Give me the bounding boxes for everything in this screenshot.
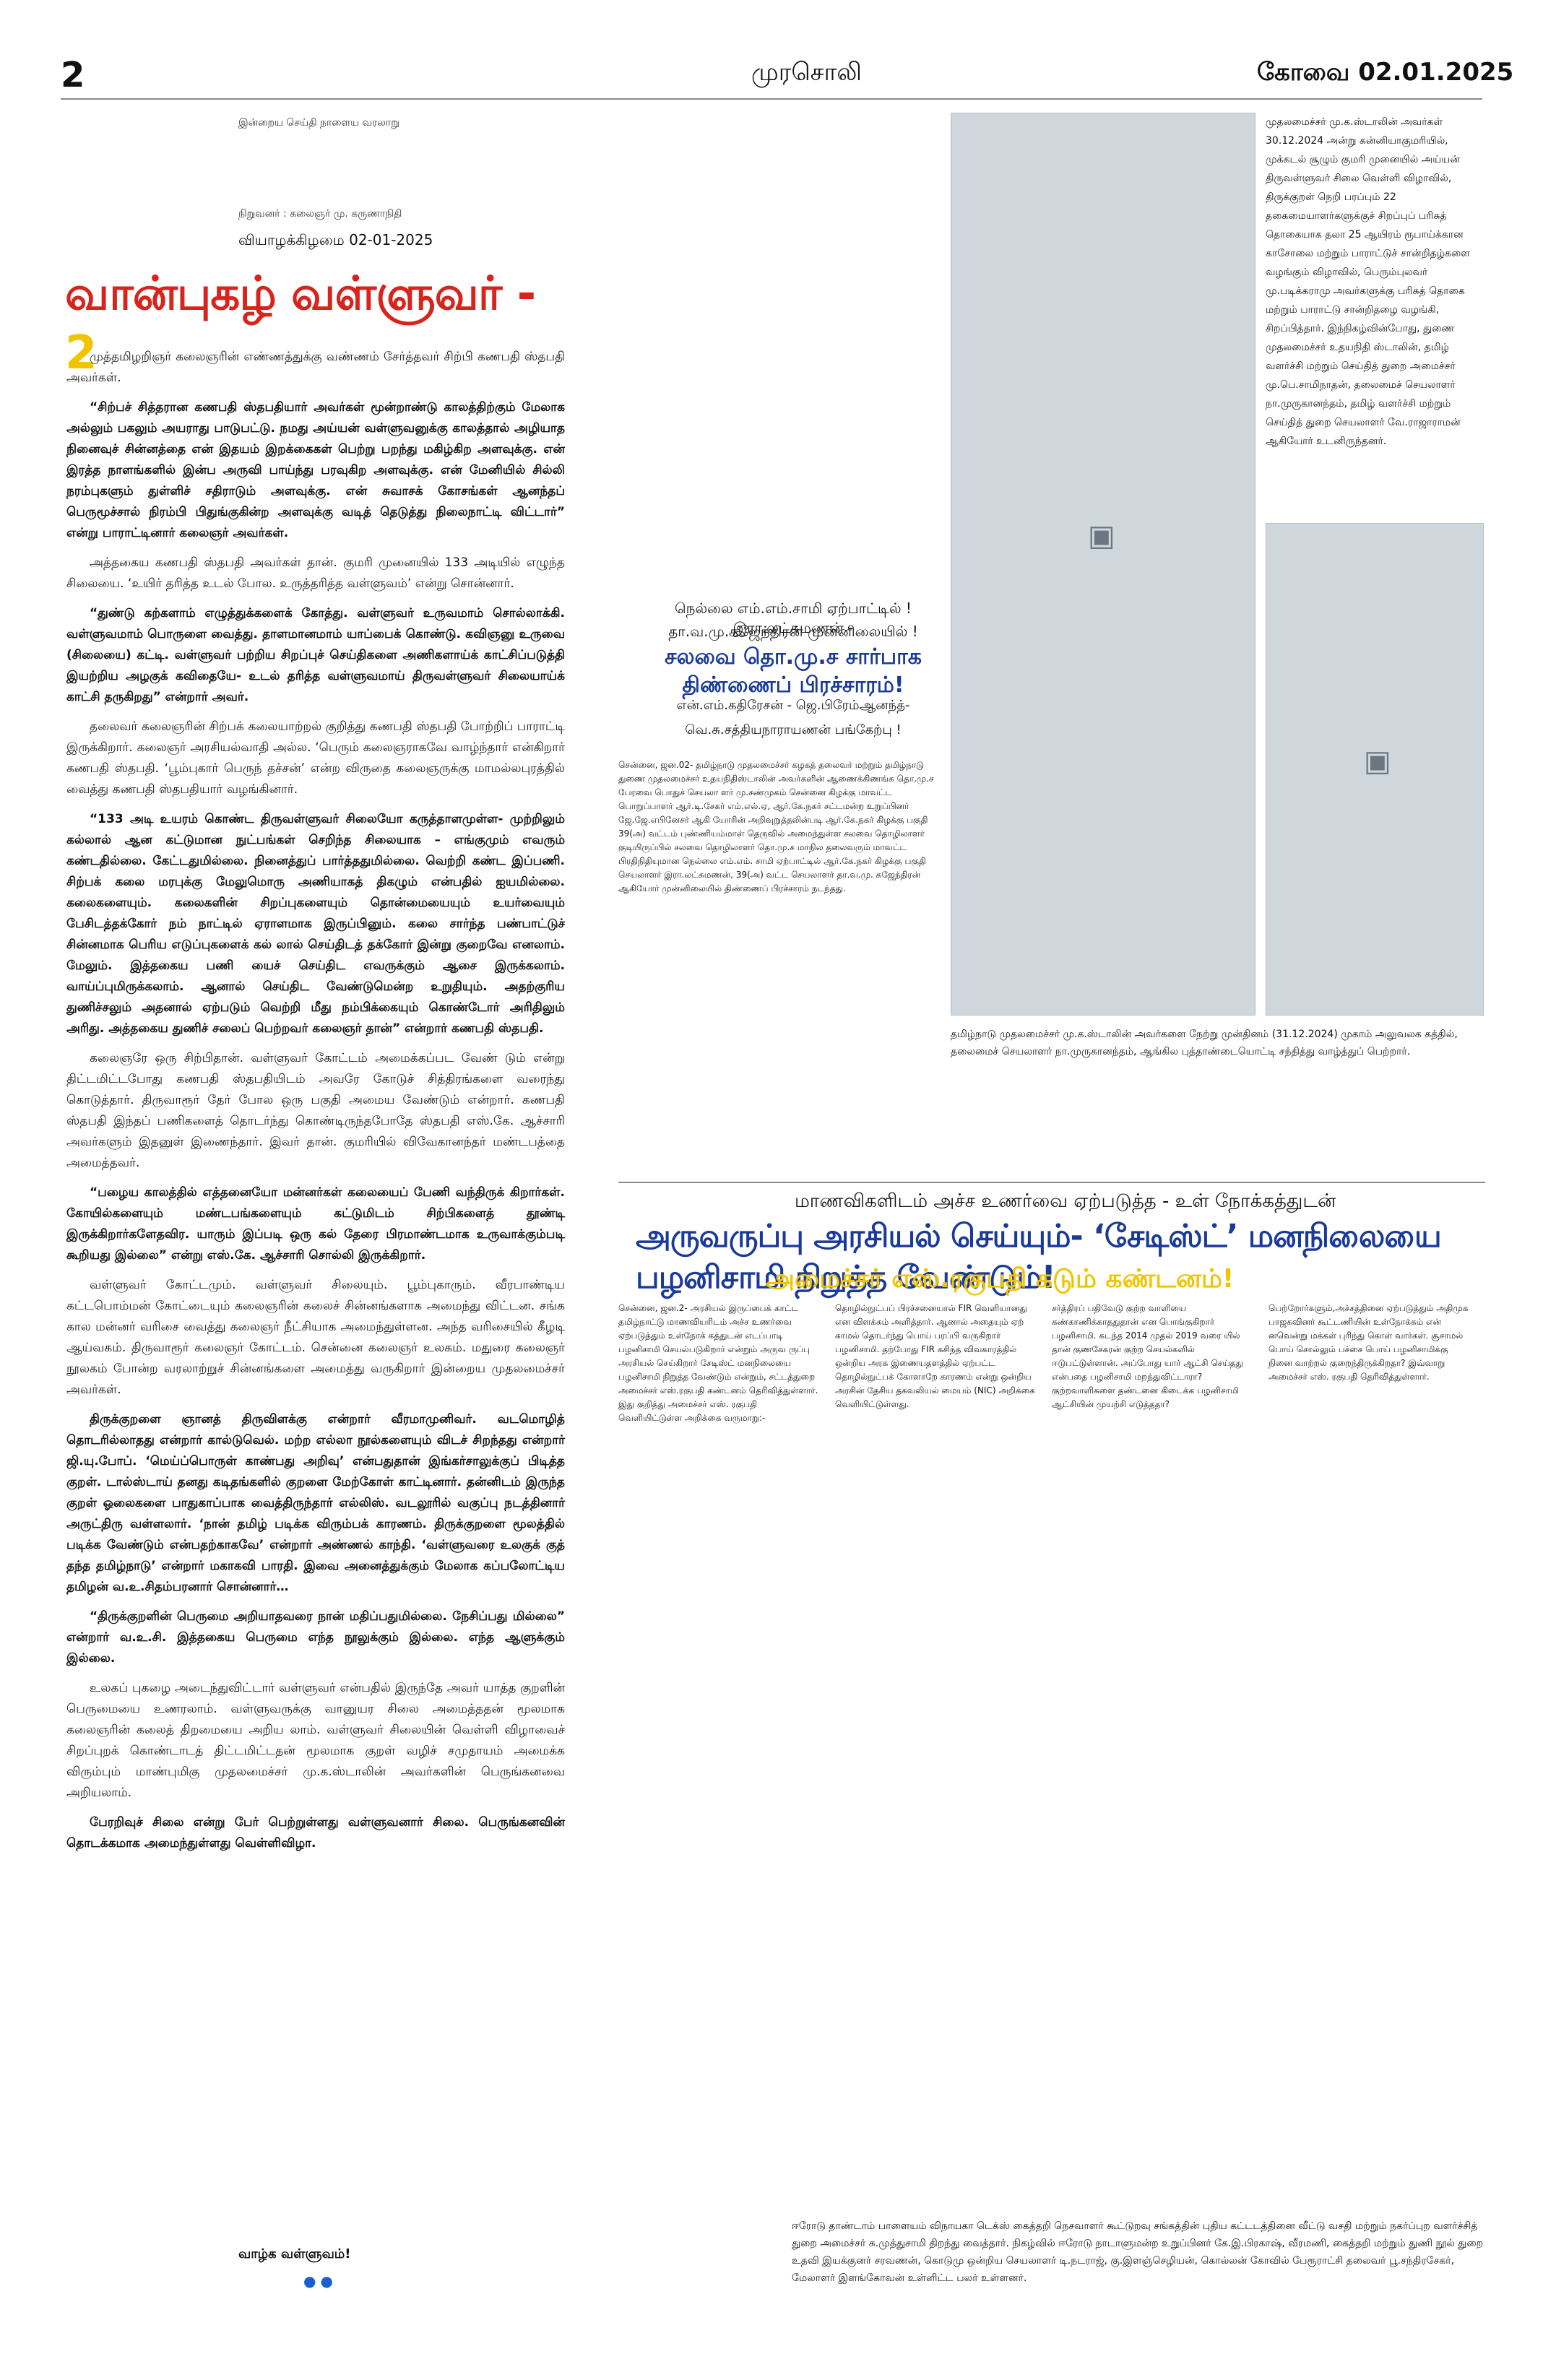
image-icon: ▣ — [1088, 519, 1115, 553]
editorial-paragraph: முத்தமிழறிஞர் கலைஞரின் எண்ணத்துக்கு வண்ண… — [66, 350, 565, 385]
tagline: இன்றைய செய்தி நாளைய வரலாறு — [238, 117, 399, 129]
editorial-paragraph: “133 அடி உயரம் கொண்ட திருவள்ளுவர் சிலையோ… — [66, 812, 565, 1036]
editorial-paragraph: “திருக்குறளின் பெருமை அறியாதவரை நான் மதி… — [66, 1609, 565, 1666]
lead-headline: அருவருப்பு அரசியல் செய்யும்- ‘சேடிஸ்ட்’ … — [636, 1218, 1442, 1296]
bottom-caption: ஈரோடு தாண்டாம் பாளையம் விநாயகா டெக்ஸ் கை… — [792, 2220, 1484, 2284]
mid-story-headline: சலவை தொ.மு.ச சார்பாக திண்ணைப் பிரச்சாரம்… — [665, 644, 922, 698]
editorial-paragraph: கலைஞரே ஒரு சிற்பிதான். வள்ளுவர் கோட்டம் … — [66, 1051, 565, 1170]
lead-column-2: தொழில்நுட்பப் பிரச்சனையால் FIR வெளியானது… — [835, 1303, 1035, 1409]
edition-date: கோவை 02.01.2025 — [1257, 58, 1514, 87]
lead-column-1: சென்னை, ஜன.2- அரசியல் இருப்பைக் காட்ட தம… — [618, 1303, 818, 1423]
editorial-paragraph: “துண்டு கற்களாம் எழுத்துக்களைக் கோத்து. … — [66, 606, 565, 704]
editorial-title-number: 2 — [65, 326, 98, 380]
mid-story-sub-2: வெ.சு.சத்தியநாராயணன் பங்கேற்பு ! — [685, 722, 902, 737]
right-top-story: முதலமைச்சர் மு.க.ஸ்டாலின் அவர்கள் 30.12.… — [1266, 116, 1470, 447]
editorial-title: வான்புகழ் வள்ளுவர் - 2 — [65, 267, 542, 380]
page-number: 2 — [61, 55, 85, 95]
mid-story-kicker-1: நெல்லை எம்.எம்.சாமி ஏற்பாட்டில் ! இரா.லட… — [675, 600, 912, 636]
editorial-paragraph: வள்ளுவர் கோட்டமும். வள்ளுவர் சிலையும். ப… — [66, 1278, 565, 1397]
lead-column-3: சர்த்திரப் பதிவேடு குற்ற வாளியை கண்காணிக… — [1052, 1303, 1243, 1409]
editorial-paragraph: பேரறிவுச் சிலை என்று பேர் பெற்றுள்ளது வள… — [66, 1815, 565, 1851]
news-photo-left: ▣ — [951, 113, 1255, 1016]
editorial-paragraph: திருக்குறளை ஞானத் திருவிளக்கு என்றார் வீ… — [66, 1412, 565, 1594]
mid-story-sub-1: என்.எம்.கதிரேசன் - ஜெ.பிரேம்ஆனந்த்- — [676, 698, 910, 713]
founder-line: நிறுவனர் : கலைஞர் மு. கருணாநிதி — [238, 208, 402, 220]
editorial-title-text: வான்புகழ் வள்ளுவர் - — [65, 267, 536, 321]
editorial-paragraph: அத்தகைய கணபதி ஸ்தபதி அவர்கள் தான். குமரி… — [66, 555, 565, 591]
editorial-paragraph: “பழைய காலத்தில் எத்தனையோ மன்னர்கள் கலையை… — [66, 1185, 565, 1263]
image-icon: ▣ — [1364, 745, 1391, 778]
newspaper-name: முரசொலி — [751, 58, 862, 87]
masthead-rule — [61, 98, 1482, 100]
lead-kicker: மாணவிகளிடம் அச்ச உணர்வை ஏற்படுத்த - உள் … — [795, 1190, 1336, 1212]
lead-subheadline: அமைச்சர் எஸ்.ரகுபதி கடும் கண்டனம்! — [766, 1264, 1235, 1294]
editorial-closing: வாழ்க வள்ளுவம்! — [238, 2246, 351, 2262]
issue-date: வியாழக்கிழமை 02-01-2025 — [238, 231, 433, 248]
news-photo-right: ▣ — [1266, 523, 1484, 1016]
photo-caption: தமிழ்நாடு முதலமைச்சர் மு.க.ஸ்டாலின் அவர்… — [951, 1029, 1458, 1057]
mid-story-body: சென்னை, ஜன.02- தமிழ்நாடு முதலமைச்சர் கழக… — [618, 758, 943, 896]
mid-story-kicker-2: தா.வ.மு.கஜேந்திரன் முன்னிலையில் ! — [668, 623, 918, 640]
end-dots: ●● — [303, 2272, 337, 2290]
editorial-paragraph: “சிற்பச் சித்தரான கணபதி ஸ்தபதியார் அவர்க… — [66, 400, 565, 540]
lead-column-4: பெற்றோர்களும்,அச்சத்தினை ஏற்படுத்தும் அத… — [1268, 1303, 1469, 1382]
editorial-paragraph: உலகப் புகழை அடைந்துவிட்டார் வள்ளுவர் என்… — [66, 1681, 565, 1800]
editorial-paragraph: தலைவர் கலைஞரின் சிற்பக் கலையாற்றல் குறித… — [66, 719, 565, 797]
editorial-body: முத்தமிழறிஞர் கலைஞரின் எண்ணத்துக்கு வண்ண… — [66, 347, 565, 1863]
lead-rule — [618, 1182, 1485, 1183]
mid-story-paragraph: சென்னை, ஜன.02- தமிழ்நாடு முதலமைச்சர் கழக… — [618, 760, 934, 893]
